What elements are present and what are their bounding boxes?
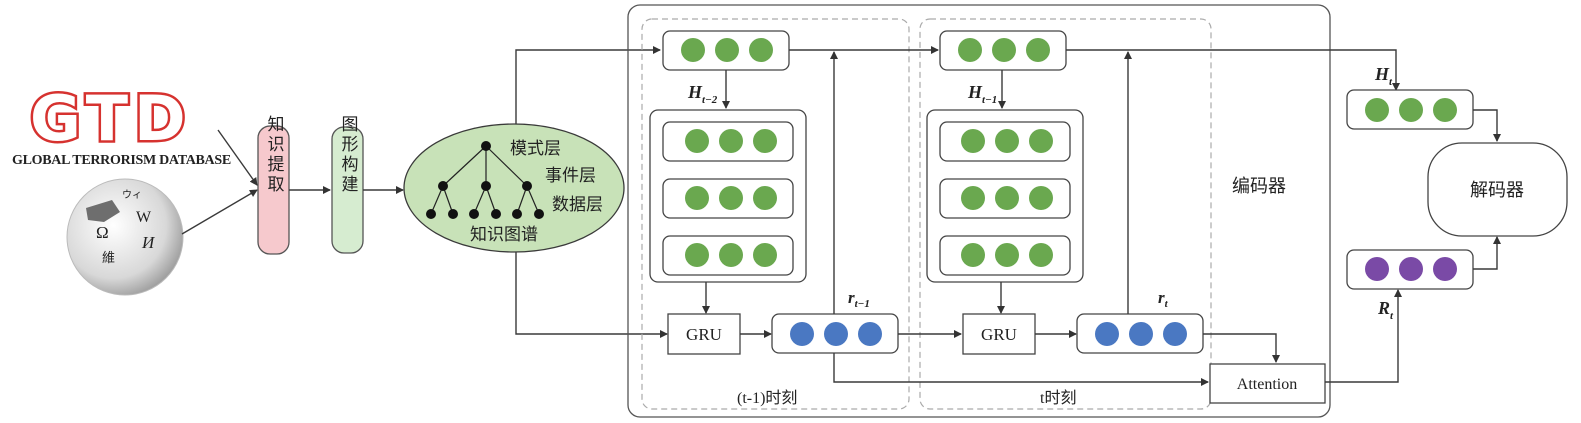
r-vector-nodes xyxy=(790,322,882,346)
graph-construction-box: 图形构建 xyxy=(331,115,364,254)
knowledge-extraction-box: 知识提取 xyxy=(257,115,290,255)
gtd-caption: GLOBAL TERRORISM DATABASE xyxy=(12,153,231,168)
arrow-kg-to-h1 xyxy=(515,46,661,124)
extract-label: 知识提取 xyxy=(264,115,285,195)
r-label-t: rt xyxy=(1158,288,1169,310)
step-t: Ht−1 GRU rt t时刻 xyxy=(926,30,1204,407)
h-label-t-minus-2: Ht−2 xyxy=(687,82,718,106)
output-h-label: Ht xyxy=(1374,64,1393,88)
decoder-box xyxy=(1427,142,1568,237)
arrow-r1-to-attention xyxy=(833,353,1209,386)
arrow-attention-to-R xyxy=(1325,289,1402,383)
wiki-glyph: ウィ xyxy=(122,189,142,201)
kg-label: 知识图谱 xyxy=(470,225,538,245)
step-t-minus-1-frame xyxy=(641,18,910,410)
knowledge-graph: 模式层 事件层 数据层 知识图谱 xyxy=(403,123,625,253)
wiki-glyph: W xyxy=(136,209,152,226)
arrow-h-to-output xyxy=(1066,49,1400,91)
arrow-wiki-to-extract xyxy=(181,189,258,235)
h-vector-nodes xyxy=(681,38,773,62)
kg-tree-nodes xyxy=(426,141,544,219)
history-nodes xyxy=(685,129,777,267)
wikipedia-globe-icon: W Ω И 維 ウィ xyxy=(66,178,184,296)
step-t-minus-1: Ht−2 GRU rt−1 (t-1)时刻 xyxy=(649,30,899,407)
arrow-kg-to-gru1 xyxy=(515,252,668,338)
encoder-label: 编码器 xyxy=(1232,176,1286,197)
kg-layer-event: 事件层 xyxy=(545,166,596,186)
wiki-glyph: Ω xyxy=(96,223,109,242)
build-label: 图形构建 xyxy=(338,115,359,195)
encoder-box xyxy=(627,4,1331,418)
attention-block xyxy=(1209,363,1326,404)
wiki-glyph: И xyxy=(141,233,156,252)
gtd-logo-text: GTD xyxy=(30,82,192,155)
step-t-frame xyxy=(919,18,1212,410)
gtd-logo: GTD GLOBAL TERRORISM DATABASE xyxy=(12,80,231,169)
arrow-gtd-to-extract xyxy=(217,129,258,186)
decoder-label: 解码器 xyxy=(1470,180,1524,201)
wiki-glyph: 維 xyxy=(102,251,115,266)
step-caption-t-minus-1: (t-1)时刻 xyxy=(737,389,797,407)
output-r-label: Rt xyxy=(1377,298,1394,322)
h-label-t-minus-1: Ht−1 xyxy=(967,82,997,106)
gru-label-1: GRU xyxy=(686,325,722,344)
gru-block-2 xyxy=(962,313,1036,355)
gru-label-2: GRU xyxy=(981,325,1017,344)
step-caption-t: t时刻 xyxy=(1040,389,1076,407)
kg-layer-schema: 模式层 xyxy=(510,139,561,159)
r-label-t-minus-1: rt−1 xyxy=(848,288,870,310)
attention-label: Attention xyxy=(1237,376,1297,393)
gru-block-1 xyxy=(667,313,741,355)
kg-layer-data: 数据层 xyxy=(552,195,603,215)
